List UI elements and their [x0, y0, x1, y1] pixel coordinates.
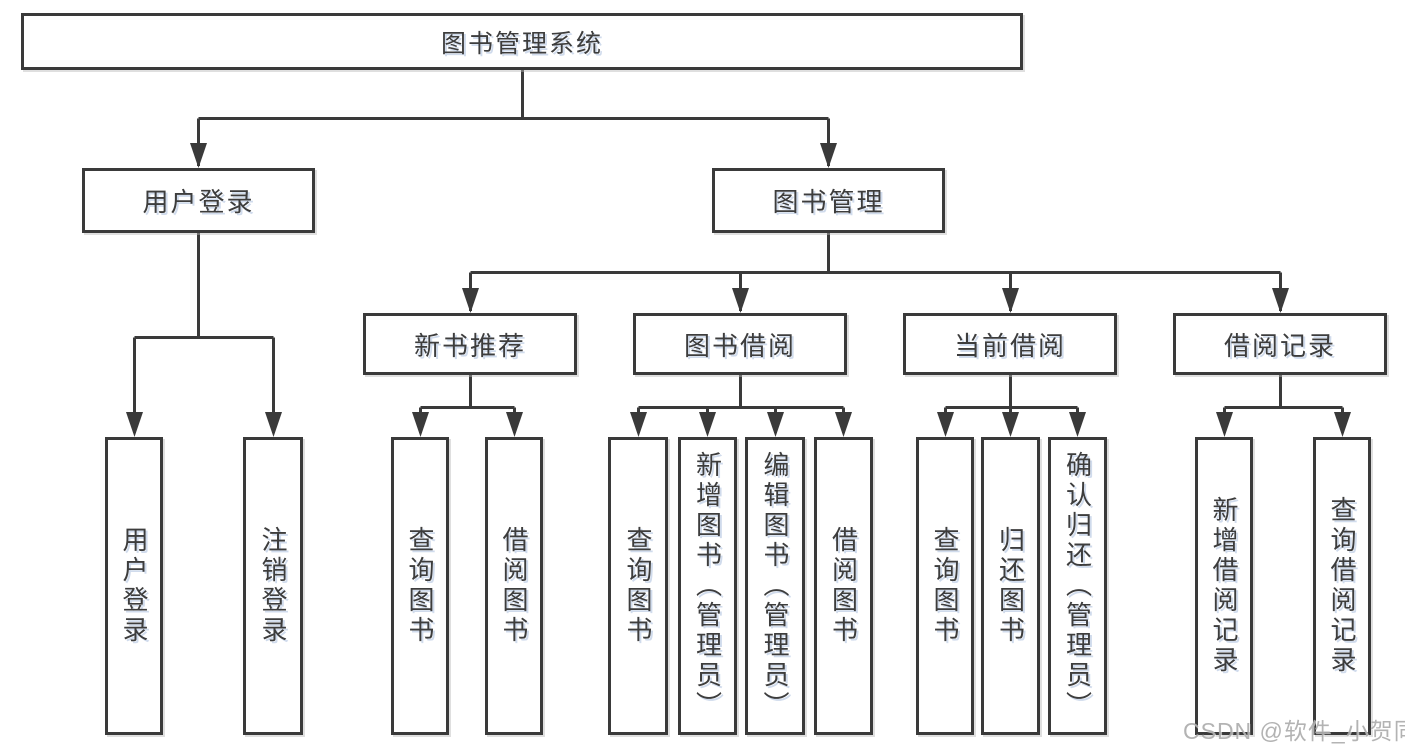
leaf-label: 归还图书: [995, 526, 1026, 646]
node-label: 用户登录: [142, 187, 255, 217]
leaf-query-books-recommend: 查询图书: [391, 437, 449, 735]
node-label: 借阅记录: [1223, 330, 1336, 361]
leaf-label: 注销登录: [258, 526, 288, 646]
node-new-book-recommend: 新书推荐: [363, 313, 577, 375]
leaf-label: 新增图书（管理员）: [692, 451, 723, 721]
leaf-add-borrow-record: 新增借阅记录: [1195, 437, 1253, 735]
leaf-query-books-current: 查询图书: [916, 437, 974, 735]
leaf-label: 新增借阅记录: [1209, 496, 1239, 676]
node-library-management-system: 图书管理系统: [21, 13, 1023, 70]
leaf-label: 查询图书: [623, 526, 653, 646]
leaf-query-books-borrowing: 查询图书: [608, 437, 668, 735]
leaf-label: 编辑图书（管理员）: [760, 451, 790, 721]
leaf-label: 确认归还（管理员）: [1062, 451, 1093, 721]
leaf-user-login: 用户登录: [105, 437, 163, 735]
node-label: 当前借阅: [953, 330, 1066, 361]
leaf-borrow-books: 借阅图书: [814, 437, 873, 735]
node-label: 图书借阅: [683, 330, 796, 361]
node-book-management: 图书管理: [712, 168, 945, 233]
leaf-return-books: 归还图书: [981, 437, 1040, 735]
leaf-label: 查询图书: [405, 526, 435, 646]
node-book-borrowing: 图书借阅: [633, 313, 847, 375]
leaf-label: 用户登录: [119, 526, 149, 646]
leaf-label: 借阅图书: [499, 526, 529, 646]
leaf-label: 借阅图书: [828, 526, 859, 646]
leaf-edit-books-admin: 编辑图书（管理员）: [745, 437, 805, 735]
node-user-login: 用户登录: [82, 168, 315, 233]
leaf-confirm-return-admin: 确认归还（管理员）: [1048, 437, 1107, 735]
leaf-label: 查询借阅记录: [1327, 496, 1357, 676]
watermark: CSDN @软件_小贺同学: [1183, 718, 1405, 744]
node-label: 图书管理系统: [440, 29, 603, 58]
leaf-label: 查询图书: [930, 526, 960, 646]
leaf-logout: 注销登录: [243, 437, 303, 735]
leaf-borrow-books-recommend: 借阅图书: [485, 437, 543, 735]
node-label: 新书推荐: [413, 330, 526, 361]
leaf-query-borrow-record: 查询借阅记录: [1313, 437, 1371, 735]
node-borrowing-records: 借阅记录: [1173, 313, 1387, 375]
node-current-borrowing: 当前借阅: [903, 313, 1117, 375]
node-label: 图书管理: [772, 187, 885, 217]
leaf-add-books-admin: 新增图书（管理员）: [678, 437, 737, 735]
